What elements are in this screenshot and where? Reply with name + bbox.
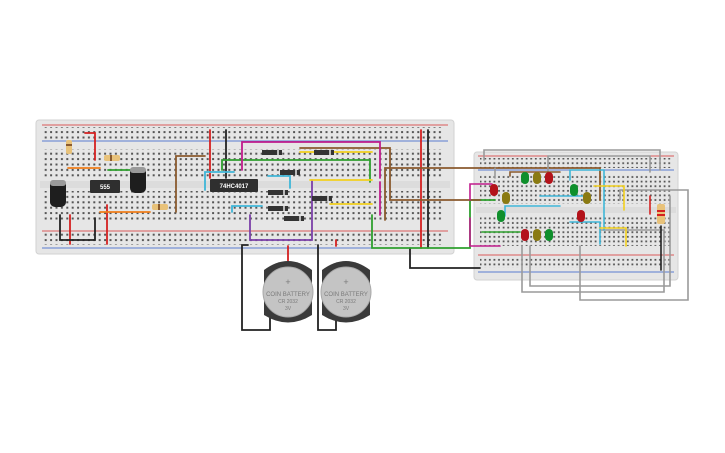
wire-brown-led[interactable] <box>509 171 561 177</box>
diode-icon[interactable] <box>312 196 332 201</box>
battery-1-line2: CR 2032 <box>278 299 298 305</box>
led-icon[interactable] <box>533 229 541 241</box>
led-icon[interactable] <box>521 172 529 184</box>
resistor-icon[interactable] <box>657 204 665 224</box>
led-icon[interactable] <box>521 229 529 241</box>
wire-magenta-led[interactable] <box>469 183 493 201</box>
wire-yellow-led-1[interactable] <box>593 185 625 211</box>
diode-icon[interactable] <box>268 206 288 211</box>
wire-gray-3[interactable] <box>579 189 689 301</box>
diode-icon[interactable] <box>268 190 288 195</box>
wire-red-1[interactable] <box>84 132 96 161</box>
led-icon[interactable] <box>545 229 553 241</box>
diode-icon[interactable] <box>280 170 300 175</box>
diode-icon[interactable] <box>314 150 334 155</box>
led-icon[interactable] <box>570 184 578 196</box>
led-icon[interactable] <box>533 172 541 184</box>
wire-brown-1[interactable] <box>175 155 206 213</box>
battery-2-line2: CR 2032 <box>336 299 356 305</box>
wire-cyan-2[interactable] <box>231 205 263 213</box>
wires-main[interactable] <box>59 129 601 331</box>
wires-led[interactable] <box>469 149 689 301</box>
wire-gray-1[interactable] <box>483 149 661 171</box>
counter-chip[interactable]: 74HC4017 <box>210 179 258 192</box>
led-icon[interactable] <box>545 172 553 184</box>
battery-2-plus: + <box>343 277 348 287</box>
wire-black-4[interactable] <box>409 247 481 269</box>
secondary-breadboard[interactable] <box>473 151 679 281</box>
wire-black-battery-1[interactable] <box>241 244 271 331</box>
wire-cyan-3[interactable] <box>267 175 291 189</box>
timer-chip-label: 555 <box>100 185 111 191</box>
resistor-icon[interactable] <box>104 155 120 161</box>
wire-cyan-led-4[interactable] <box>569 221 601 245</box>
wire-gray-2[interactable] <box>547 155 651 173</box>
led-icon[interactable] <box>577 210 585 222</box>
wire-gray-5[interactable] <box>529 195 671 287</box>
led-icon[interactable] <box>490 184 498 196</box>
battery-2-line3: 3V <box>343 306 350 312</box>
wire-cyan-led-3[interactable] <box>504 205 561 217</box>
led-icon[interactable] <box>497 210 505 222</box>
wire-green-2[interactable] <box>221 159 371 183</box>
diode-icon[interactable] <box>284 216 304 221</box>
coin-battery-1[interactable]: + COIN BATTERY CR 2032 3V <box>262 261 314 323</box>
wire-black-battery-2[interactable] <box>317 244 337 331</box>
coin-battery-2[interactable]: + COIN BATTERY CR 2032 3V <box>320 261 372 323</box>
battery-1-line3: 3V <box>285 306 292 312</box>
led-icon[interactable] <box>502 192 510 204</box>
diode-icon[interactable] <box>262 150 282 155</box>
counter-chip-label: 74HC4017 <box>220 184 249 190</box>
capacitor-icon[interactable] <box>50 180 66 207</box>
wire-yellow-led-2[interactable] <box>599 227 627 247</box>
battery-1-plus: + <box>285 277 290 287</box>
wire-cyan-led-1[interactable] <box>569 169 605 231</box>
wire-purple-1[interactable] <box>249 179 313 241</box>
battery-2-line1: COIN BATTERY <box>324 292 368 298</box>
timer-chip[interactable]: 555 <box>90 180 120 193</box>
wire-cyan-1[interactable] <box>204 171 235 191</box>
resistor-icon[interactable] <box>66 140 72 154</box>
wire-magenta-led-2[interactable] <box>469 217 501 247</box>
wire-brown-2[interactable] <box>299 147 481 201</box>
wire-black-3[interactable] <box>59 214 96 241</box>
capacitor-icon[interactable] <box>130 167 146 193</box>
wire-gray-4[interactable] <box>521 229 665 293</box>
led-icon[interactable] <box>583 192 591 204</box>
resistor-icon[interactable] <box>152 204 168 210</box>
wire-magenta-1[interactable] <box>241 141 381 179</box>
battery-1-line1: COIN BATTERY <box>266 292 310 298</box>
wire-brown-3[interactable] <box>384 167 601 221</box>
